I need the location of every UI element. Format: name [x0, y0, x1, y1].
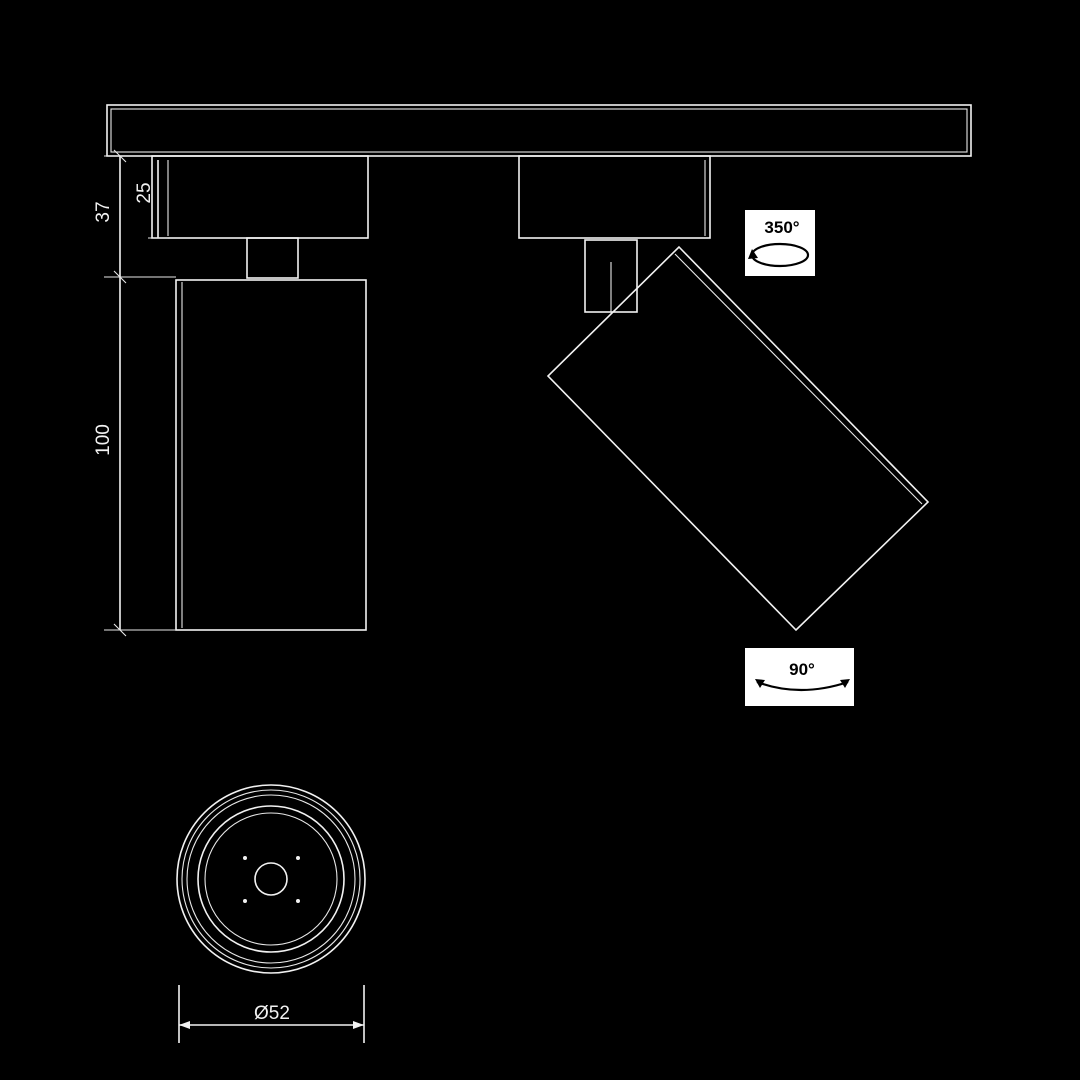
dim-overall-height: 37 — [93, 201, 114, 222]
front-view — [176, 784, 366, 974]
tilt-arrow-icon — [756, 680, 849, 692]
left-stem — [246, 237, 299, 279]
tilt-badge: 90° — [745, 648, 854, 706]
dim-body-length: 100 — [93, 424, 114, 456]
right-adapter-box — [518, 155, 711, 239]
tilt-angle: 90° — [789, 660, 815, 679]
rotation-angle: 350° — [764, 218, 799, 237]
dim-adapter-height: 25 — [134, 182, 155, 203]
left-body — [175, 279, 367, 631]
left-luminaire — [151, 155, 369, 631]
dim-diameter: Ø52 — [254, 1003, 290, 1024]
right-luminaire — [518, 155, 930, 632]
diameter-dimension — [178, 985, 365, 1043]
right-body — [546, 245, 930, 632]
track-rail — [106, 104, 972, 157]
rotation-badge: 350° — [745, 210, 815, 276]
dimension-lines — [104, 149, 176, 637]
left-adapter-box — [151, 155, 369, 239]
